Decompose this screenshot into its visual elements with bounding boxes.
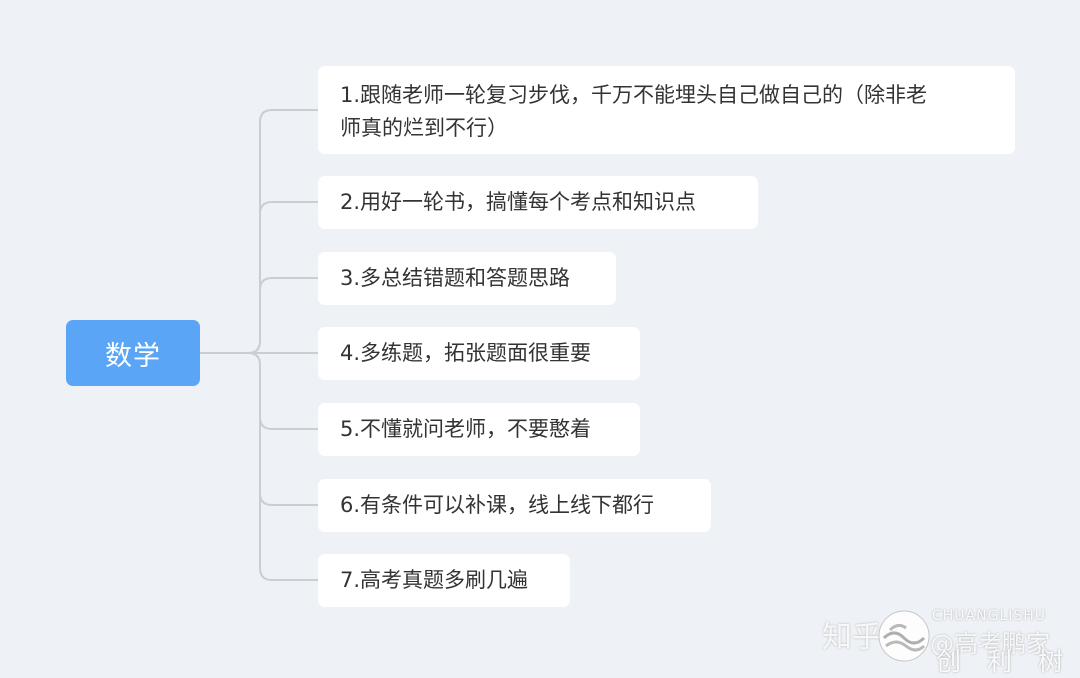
branch-node-7[interactable]: 7.高考真题多刷几遍 [318,554,570,607]
connector-branch-5 [259,416,318,430]
watermark-handle-text: @高考鹏家 [930,630,1050,658]
connector-branch-2 [259,201,318,215]
connector-branch-3 [259,277,318,291]
branch-node-7-label: 7.高考真题多刷几遍 [340,568,529,592]
branch-node-4[interactable]: 4.多练题，拓张题面很重要 [318,327,640,380]
root-node-label: 数学 [105,340,161,372]
branch-node-1-text: 1.跟随老师一轮复习步伐，千万不能埋头自己做自己的（除非老 师真的烂到不行） [340,79,927,145]
branch-node-5[interactable]: 5.不懂就问老师，不要憨着 [318,403,640,456]
branch-node-1[interactable]: 1.跟随老师一轮复习步伐，千万不能埋头自己做自己的（除非老 师真的烂到不行） [318,66,1015,154]
watermark: 知乎 CHUANGLISHU @高考鹏家 创利树 [818,604,1080,676]
branch-node-3-label: 3.多总结错题和答题思路 [340,266,571,290]
branch-node-5-label: 5.不懂就问老师，不要憨着 [340,417,592,441]
branch-node-1-line2: 师真的烂到不行） [340,116,508,140]
root-node-math[interactable]: 数学 [66,320,200,386]
branch-node-4-label: 4.多练题，拓张题面很重要 [340,341,592,365]
watermark-latin-text: CHUANGLISHU [932,608,1047,624]
connector-branch-1 [247,109,318,354]
branch-node-6-label: 6.有条件可以补课，线上线下都行 [340,493,655,517]
branch-node-6[interactable]: 6.有条件可以补课，线上线下都行 [318,479,711,532]
connector-branch-7 [247,352,318,581]
watermark-brand-text: 创利树 [936,647,1080,676]
branch-node-3[interactable]: 3.多总结错题和答题思路 [318,252,616,305]
branch-node-2-label: 2.用好一轮书，搞懂每个考点和知识点 [340,190,697,214]
branch-node-2[interactable]: 2.用好一轮书，搞懂每个考点和知识点 [318,176,758,229]
watermark-zhihu-text: 知乎 [822,620,882,655]
connector-branch-6 [259,492,318,506]
cloud-wave-logo-icon [878,610,930,662]
branch-node-1-line1: 1.跟随老师一轮复习步伐，千万不能埋头自己做自己的（除非老 [340,83,928,107]
